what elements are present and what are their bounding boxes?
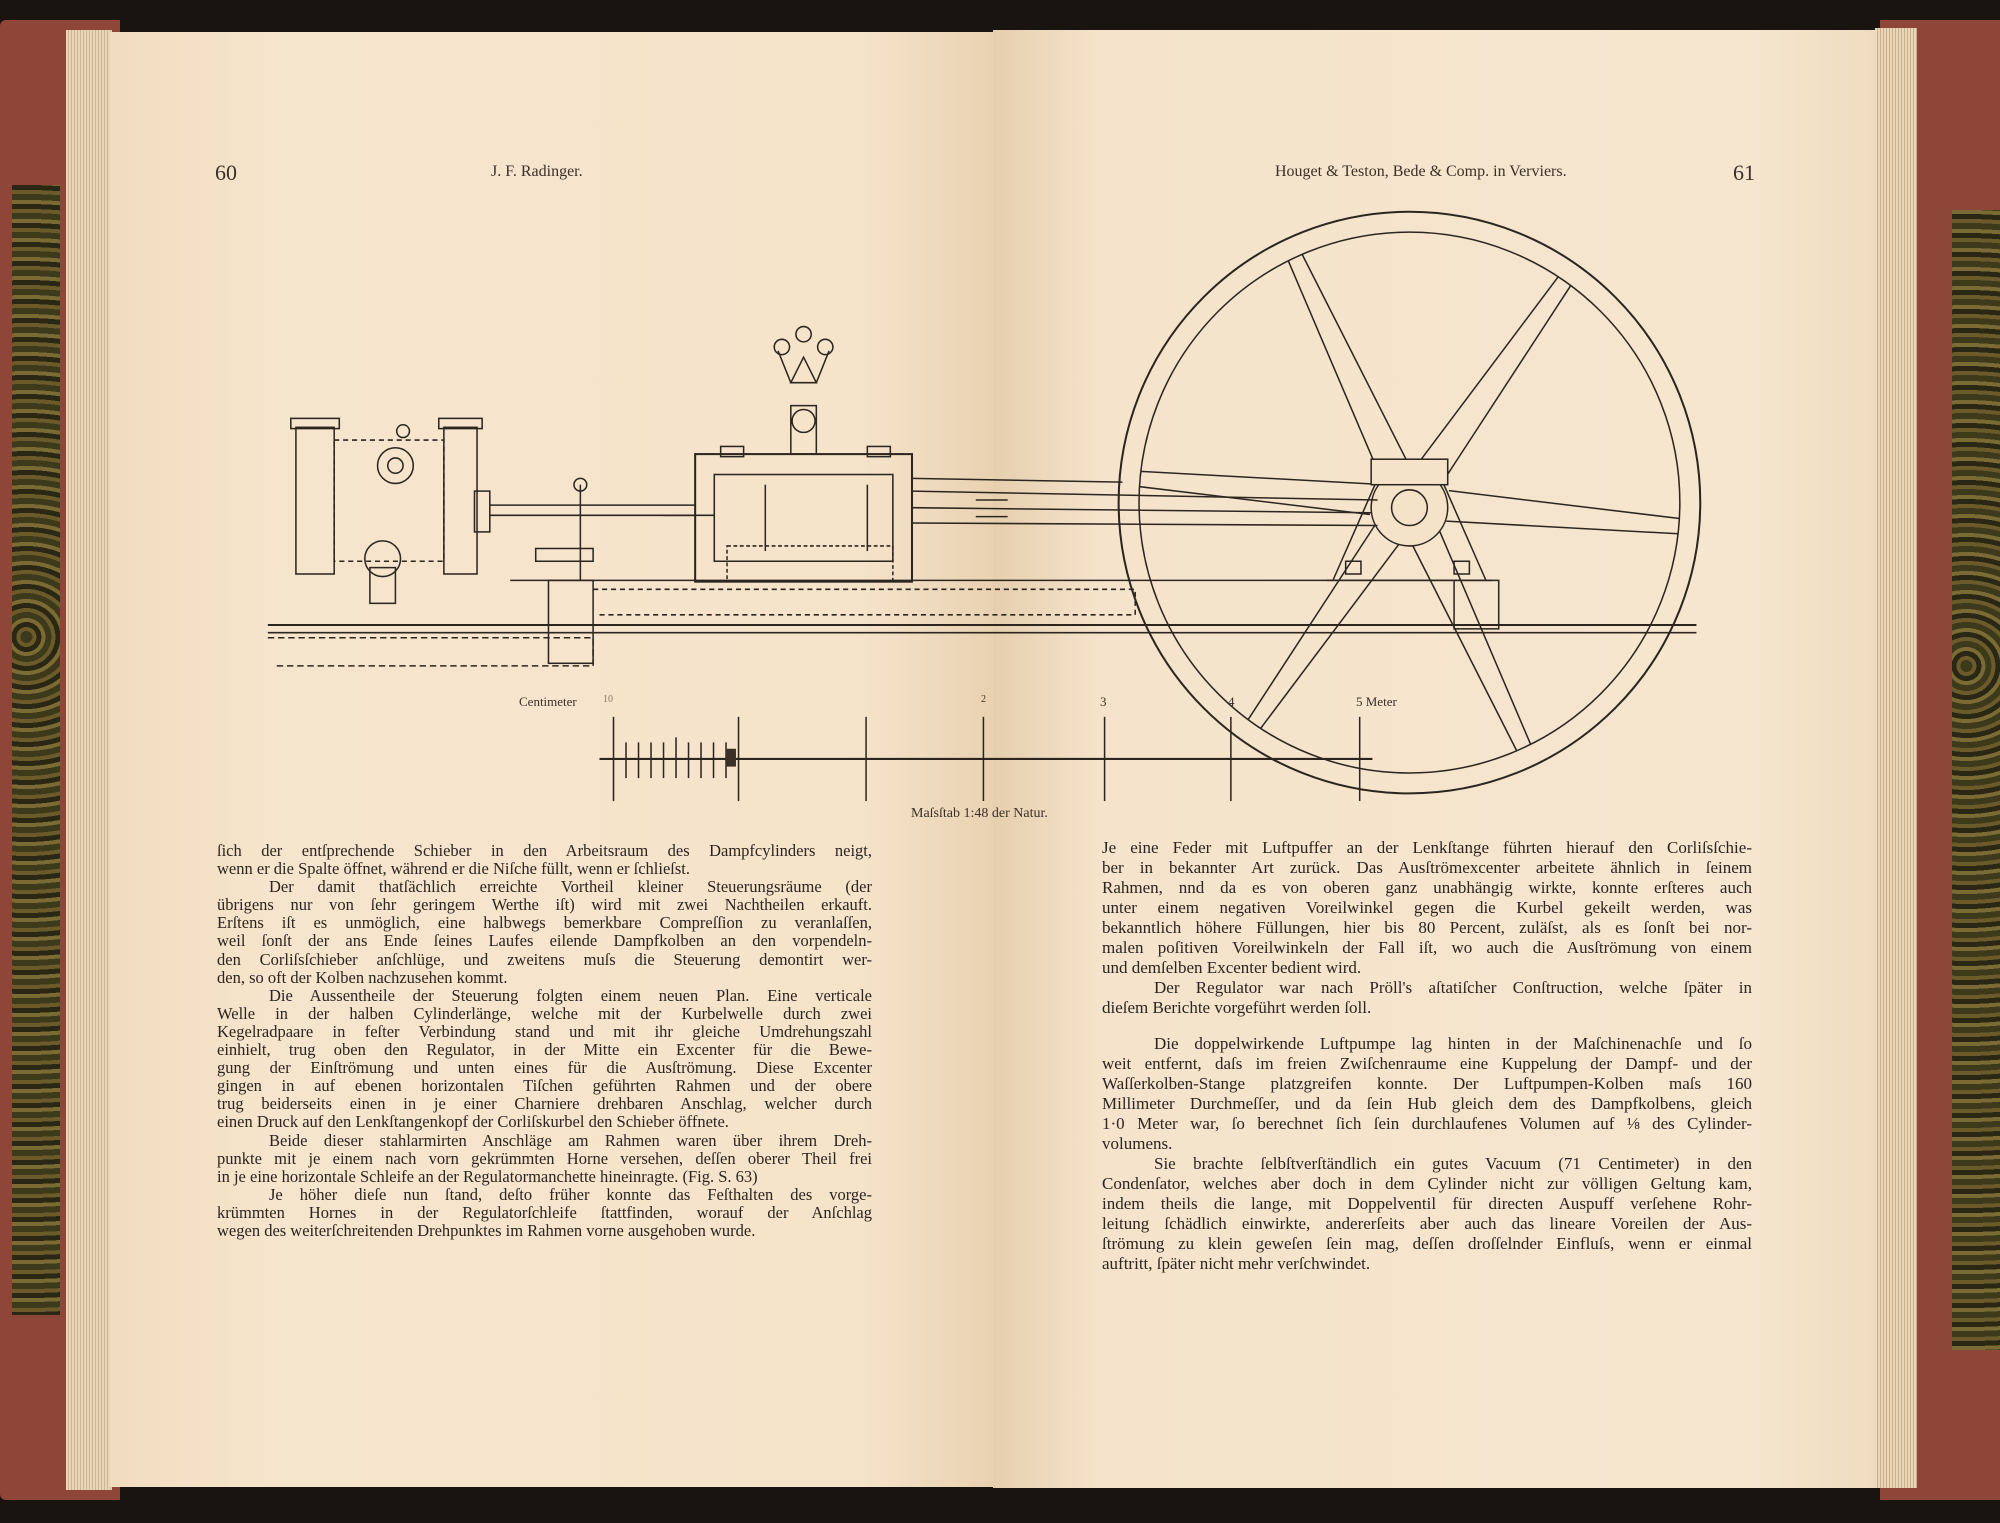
scale-ticks — [612, 716, 1361, 802]
paragraph: Je eine Feder mit Luftpuffer an der Lenk… — [1102, 838, 1752, 978]
text-line: volumens. — [1102, 1134, 1173, 1153]
text-line: Welle in der halben Cylinderlänge, welch… — [217, 1003, 872, 1023]
text-line: indem theils die lange, mit Doppelventil… — [1102, 1194, 1752, 1213]
left-running-head: J. F. Radinger. — [491, 163, 583, 180]
text-line: einhielt, trug oben den Regulator, in de… — [217, 1040, 872, 1060]
text-line: krümmten Hornes in der Regulatorſchleife… — [217, 1202, 872, 1222]
text-line: Millimeter Durchmeſſer, und da ſein Hub … — [1102, 1094, 1752, 1113]
marbled-board-left — [12, 185, 60, 1315]
text-line: Erſtens iſt es unmöglich, eine halbwegs … — [217, 913, 872, 933]
text-line: auftritt, ſpäter nicht mehr verſchwindet… — [1102, 1254, 1371, 1273]
text-line: Condenſator, welches aber doch in dem Cy… — [1102, 1174, 1752, 1193]
left-page-number: 60 — [215, 160, 237, 185]
spoke — [1247, 524, 1401, 729]
right-page-number: 61 — [1733, 160, 1755, 185]
text-line: weil ſonſt der ans Ende ſeines Laufes ei… — [217, 931, 872, 951]
text-line: übrigens nur von ſehr geringem Werthe iſ… — [217, 895, 872, 915]
spoke — [1139, 470, 1373, 516]
steam-cylinder — [663, 445, 914, 583]
paragraph: ſich der entſprechende Schieber in den A… — [217, 841, 872, 879]
text-line: Der Regulator war nach Pröll's aſtatiſch… — [1154, 978, 1752, 997]
text-line: Kegelradpaare in feſter Verbindung stand… — [217, 1021, 872, 1041]
scale-label-3: 3 — [1100, 694, 1107, 709]
paragraph: Sie brachte ſelbſtverſtändlich ein gutes… — [1102, 1154, 1752, 1274]
text-line: bekanntlich höhere Füllungen, hier bis 8… — [1102, 918, 1752, 937]
text-line: dieſem Berichte vorgeführt werden ſoll. — [1102, 998, 1372, 1017]
scale-label-centimeter: Centimeter — [519, 694, 577, 709]
governor — [773, 325, 834, 455]
spoke — [1411, 530, 1532, 752]
paragraph: Die doppelwirkende Luftpumpe lag hinten … — [1102, 1034, 1752, 1154]
text-line: Der damit thatſächlich erreichte Vorthei… — [269, 877, 872, 897]
text-line: 1·0 Meter war, ſo berechnet ſich ſein du… — [1102, 1114, 1752, 1133]
spoke — [1287, 253, 1408, 475]
paragraph: Die Aussentheile der Steuerung folgten e… — [217, 985, 872, 1132]
piston-rod — [489, 477, 696, 581]
text-line: und demſelben Excenter bedient wird. — [1102, 958, 1362, 977]
text-line: den Corliſsſchieber anſchlüge, und zweit… — [217, 949, 872, 969]
text-line: ber in bekannter Art zurück. Das Ausſtrö… — [1102, 858, 1752, 877]
connecting-rods — [911, 477, 1378, 527]
marbled-board-right — [1952, 210, 2000, 1350]
text-line: Beide dieser stahlarmirten Anschläge am … — [269, 1130, 872, 1150]
paragraph: Je höher dieſe nun ſtand, deſto früher k… — [217, 1184, 872, 1240]
scale-label-2: 2 — [981, 694, 986, 705]
text-line: weit entfernt, daſs im freien Zwiſchenra… — [1102, 1054, 1752, 1073]
text-line: Je eine Feder mit Luftpuffer an der Lenk… — [1102, 838, 1752, 857]
engine-bed — [267, 579, 1697, 667]
text-line: Sie brachte ſelbſtverſtändlich ein gutes… — [1154, 1154, 1752, 1173]
text-line: Die doppelwirkende Luftpumpe lag hinten … — [1154, 1034, 1752, 1053]
text-line: Je höher dieſe nun ſtand, deſto früher k… — [269, 1184, 872, 1204]
text-line: trug beiderseits einen in je einer Charn… — [217, 1094, 872, 1114]
text-line: gung der Einſtrömung und unten eines für… — [217, 1058, 872, 1078]
flywheel — [1117, 210, 1702, 795]
spoke — [1418, 276, 1572, 481]
scale-label-4: 4 — [1228, 694, 1235, 709]
text-line: leitung ſchädlich einwirkte, andererſeit… — [1102, 1214, 1752, 1233]
page-edges-right — [1875, 28, 1917, 1488]
text-line: wegen des weiterſchreitenden Drehpunktes… — [217, 1220, 756, 1240]
text-line: wenn er die Spalte öffnet, während er di… — [217, 859, 690, 879]
text-line: den, so oft der Kolben nachzusehen kommt… — [217, 967, 508, 987]
paragraph-gap — [1102, 1018, 1752, 1034]
text-line: Waſſerkolben-Stange platzgreifen konnte.… — [1102, 1074, 1752, 1093]
left-page-text: ſich der entſprechende Schieber in den A… — [217, 841, 872, 1240]
scale-label-5-meter: 5 Meter — [1356, 694, 1397, 709]
text-line: Rahmen, nnd da es von oberen ganz unabhä… — [1102, 878, 1752, 897]
air-pump-condenser — [290, 417, 491, 605]
paragraph: Beide dieser stahlarmirten Anschläge am … — [217, 1130, 872, 1186]
figure-caption: Maſsſtab 1:48 der Natur. — [911, 806, 1048, 821]
text-line: einen Druck auf den Lenkſtangenkopf der … — [217, 1112, 729, 1132]
paragraph: Der damit thatſächlich erreichte Vorthei… — [217, 878, 872, 987]
text-line: ſtrömung zu klein geweſen ſein mag, deſſ… — [1102, 1234, 1752, 1253]
text-line: unter einem negativen Voreilwinkel gegen… — [1102, 898, 1752, 917]
paragraph: Der Regulator war nach Pröll's aſtatiſch… — [1102, 978, 1752, 1018]
text-line: in je eine horizontale Schleife an der R… — [217, 1166, 758, 1186]
text-line: punkte mit je einem nach vorn gekrümmten… — [217, 1148, 872, 1168]
page-edges-left — [66, 30, 112, 1490]
right-running-head: Houget & Teston, Bede & Comp. in Vervier… — [1275, 163, 1567, 180]
text-line: gingen in auf ebenen horizontalen Tiſche… — [217, 1076, 872, 1096]
text-line: Die Aussentheile der Steuerung folgten e… — [269, 985, 872, 1005]
scale-bar — [599, 716, 1373, 802]
scale-label-10: 10 — [603, 694, 613, 705]
spoke — [1446, 489, 1680, 535]
text-line: ſich der entſprechende Schieber in den A… — [217, 841, 872, 860]
text-line: malen poſitiven Voreilwinkeln der Fall i… — [1102, 938, 1752, 957]
right-page-text: Je eine Feder mit Luftpuffer an der Lenk… — [1102, 838, 1752, 1274]
